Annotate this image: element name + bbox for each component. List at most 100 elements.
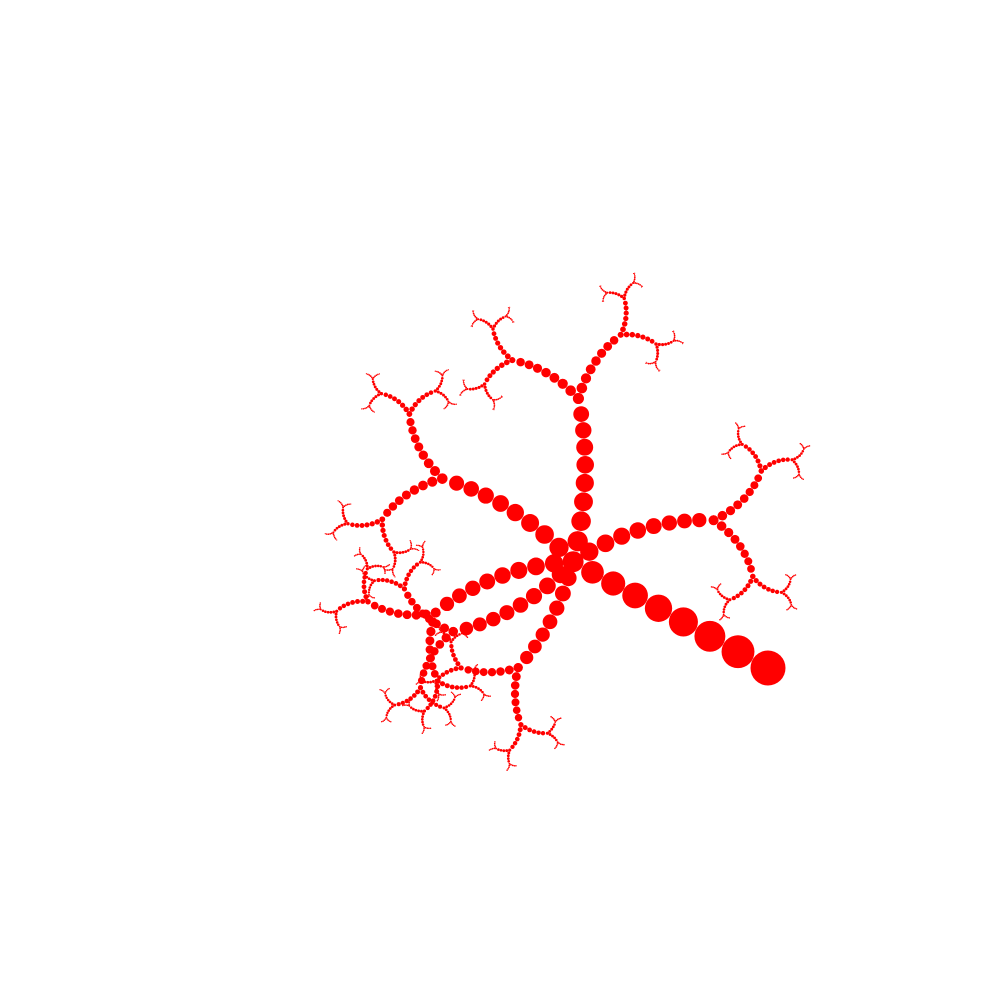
fractal-dot — [728, 598, 732, 602]
fractal-dot — [721, 635, 755, 669]
fractal-dot — [790, 604, 793, 606]
fractal-dot — [496, 667, 505, 676]
fractal-dot — [739, 440, 742, 444]
fractal-dot — [362, 572, 365, 575]
fractal-dot — [396, 399, 402, 405]
fractal-dot — [437, 693, 440, 695]
fractal-dot — [384, 570, 386, 573]
fractal-dot — [423, 726, 425, 728]
fractal-dot — [774, 589, 780, 595]
fractal-dot — [507, 310, 510, 313]
fractal-dot — [367, 577, 371, 581]
fractal-dot — [728, 456, 731, 458]
fractal-dot — [681, 342, 683, 344]
fractal-dot — [740, 442, 744, 446]
fractal-dot — [358, 548, 361, 551]
fractal-dot — [471, 324, 473, 326]
fractal-dot — [535, 525, 554, 544]
fractal-dot — [460, 392, 463, 394]
fractal-dot — [421, 715, 424, 718]
fractal-dot — [393, 562, 397, 566]
fractal-dot — [644, 594, 673, 622]
fractal-dot — [633, 276, 636, 279]
fractal-dot — [335, 609, 339, 613]
fractal-dot — [796, 455, 799, 459]
fractal-dot — [370, 596, 373, 598]
fractal-dot — [629, 331, 636, 338]
fractal-dot — [388, 546, 394, 551]
fractal-dot — [372, 376, 375, 379]
fractal-dot — [379, 688, 381, 691]
fractal-dot — [470, 682, 474, 685]
fractal-dot — [430, 607, 441, 618]
fractal-dot — [658, 370, 660, 372]
fractal-dot — [319, 602, 322, 604]
fractal-dot — [437, 473, 448, 484]
fractal-dot — [601, 571, 626, 596]
fractal-dot — [360, 598, 366, 604]
fractal-dot — [370, 578, 374, 582]
fractal-dot — [472, 321, 475, 324]
fractal-dot — [441, 633, 451, 643]
fractal-dot — [477, 318, 480, 321]
fractal-dot — [420, 709, 423, 713]
fractal-dot — [727, 616, 729, 619]
fractal-dot — [408, 568, 414, 574]
fractal-dot — [600, 286, 602, 288]
fractal-dot — [792, 477, 795, 479]
fractal-dot — [719, 618, 721, 621]
fractal-dot — [353, 555, 356, 557]
fractal-dot — [461, 390, 464, 393]
fractal-dot — [393, 553, 397, 557]
fractal-dot — [789, 601, 792, 604]
fractal-dot — [384, 692, 386, 695]
fractal-dot — [518, 722, 524, 728]
fractal-dot — [736, 542, 745, 551]
fractal-dot — [418, 450, 428, 460]
fractal-dot — [554, 585, 571, 602]
fractal-dot — [493, 335, 499, 341]
fractal-dot — [509, 306, 511, 308]
fractal-dot — [712, 586, 714, 588]
fractal-dot — [729, 457, 732, 460]
fractal-dot — [440, 631, 443, 633]
fractal-dot — [802, 478, 804, 480]
fractal-dot — [484, 694, 487, 696]
fractal-dot — [602, 299, 604, 301]
fractal-dot — [383, 508, 392, 517]
fractal-dot — [489, 695, 491, 697]
fractal-dot — [762, 464, 768, 471]
fractal-dot — [444, 406, 447, 409]
fractal-dot — [397, 583, 403, 589]
fractal-dot — [437, 384, 441, 388]
fractal-dot — [426, 697, 432, 702]
fractal-dot — [448, 712, 451, 716]
fractal-dot — [360, 553, 362, 556]
fractal-dot — [462, 381, 465, 384]
fractal-dot — [673, 330, 675, 332]
fractal-dot — [664, 342, 668, 346]
fractal-dot — [339, 501, 342, 504]
fractal-dot — [580, 373, 592, 384]
fractal-dot — [482, 695, 485, 697]
fractal-dot — [620, 326, 626, 333]
fractal-dot — [721, 616, 724, 619]
fractal-dot — [345, 601, 351, 607]
fractal-dot — [499, 748, 503, 752]
fractal-dot — [722, 596, 726, 599]
fractal-dot — [423, 680, 427, 684]
fractal-dot — [446, 710, 450, 714]
fractal-dot — [372, 397, 376, 400]
fractal-dot — [442, 632, 446, 635]
fractal-dot — [319, 608, 322, 611]
fractal-dot — [356, 568, 358, 570]
fractal-dot — [561, 743, 564, 746]
fractal-dot — [401, 550, 405, 554]
fractal-dot — [673, 332, 676, 335]
fractal-dot — [508, 307, 510, 309]
fractal-dot — [419, 675, 422, 678]
fractal-dot — [375, 374, 378, 377]
fractal-dot — [776, 458, 782, 464]
fractal-dot — [560, 569, 577, 587]
fractal-dot — [788, 580, 792, 583]
